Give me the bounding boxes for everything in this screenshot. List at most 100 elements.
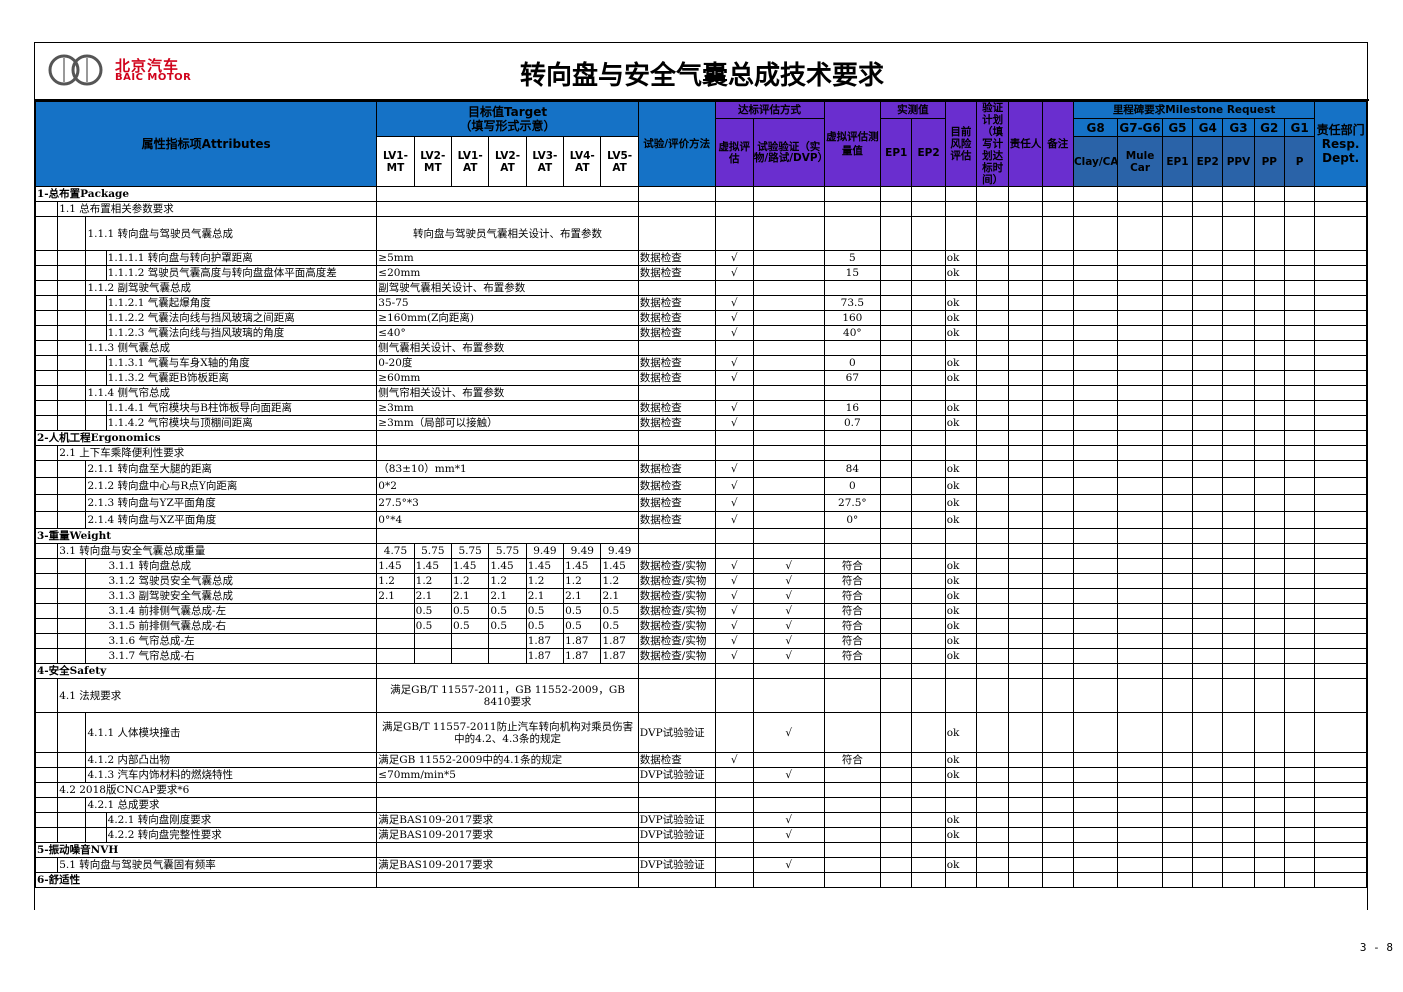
- attribute-cell: 1.1.4.1 气帘模块与B柱饰板导向面距离: [105, 400, 378, 416]
- indent-cell: [57, 477, 87, 495]
- indent-cell: [34, 782, 59, 798]
- empty-cell: [1222, 648, 1255, 664]
- header-gate-2: G5: [1161, 118, 1194, 137]
- empty-cell: [1283, 460, 1316, 478]
- empty-cell: [1008, 603, 1043, 619]
- ep1-cell: [880, 618, 913, 634]
- lv-value-cell: 1.2: [488, 573, 527, 589]
- indent-cell: [57, 648, 87, 664]
- empty-cell: [1283, 250, 1316, 266]
- empty-cell: [1041, 752, 1074, 768]
- empty-cell: [976, 201, 1010, 217]
- empty-cell: [1192, 494, 1224, 512]
- empty-cell: [976, 445, 1010, 461]
- lv-value-cell: [376, 648, 415, 664]
- empty-cell: [911, 385, 946, 401]
- attribute-cell: 4.1.3 汽车内饰材料的燃烧特性: [85, 767, 378, 783]
- empty-cell: [1072, 415, 1119, 431]
- empty-cell: [1253, 280, 1285, 296]
- empty-cell: [1314, 633, 1367, 649]
- empty-cell: [1117, 712, 1163, 753]
- empty-cell: [1072, 310, 1119, 326]
- empty-cell: [1008, 415, 1043, 431]
- empty-cell: [1161, 857, 1194, 873]
- empty-cell: [714, 445, 754, 461]
- empty-cell: [376, 430, 639, 446]
- empty-cell: [1314, 415, 1367, 431]
- empty-cell: [1008, 588, 1043, 604]
- empty-cell: [1161, 250, 1194, 266]
- virtual-eval-cell: √: [714, 250, 754, 266]
- test-verify-cell: √: [752, 573, 825, 589]
- empty-cell: [637, 201, 716, 217]
- indent-cell: [57, 280, 87, 296]
- empty-cell: [1253, 415, 1285, 431]
- indent-cell: [57, 712, 87, 753]
- empty-cell: [1222, 494, 1255, 512]
- attribute-cell: 1.1.1 转向盘与驾驶员气囊总成: [85, 216, 378, 251]
- header-owner: 责任人: [1008, 101, 1043, 187]
- empty-cell: [1041, 385, 1074, 401]
- sheet-page: 北京汽车 BAIC MOTOR 转向盘与安全气囊总成技术要求 属性指标项Attr…: [34, 42, 1369, 910]
- header-phase-6: P: [1283, 136, 1316, 187]
- empty-cell: [1008, 370, 1043, 386]
- lv-value-cell: 1.87: [563, 648, 602, 664]
- header-gate-3: G4: [1192, 118, 1224, 137]
- attribute-cell: 1.1.2 副驾驶气囊总成: [85, 280, 378, 296]
- header-phase-4: PPV: [1222, 136, 1255, 187]
- empty-cell: [1222, 216, 1255, 251]
- ep2-cell: [911, 460, 946, 478]
- attribute-cell: 4.2.1 转向盘刚度要求: [105, 812, 378, 828]
- empty-cell: [1008, 494, 1043, 512]
- empty-cell: [1041, 310, 1074, 326]
- indent-cell: [57, 370, 87, 386]
- empty-cell: [637, 663, 716, 679]
- attribute-cell: 3.1.6 气帘总成-左: [85, 633, 378, 649]
- empty-cell: [1161, 767, 1194, 783]
- empty-cell: [1161, 355, 1194, 371]
- empty-cell: [1008, 618, 1043, 634]
- empty-cell: [944, 430, 978, 446]
- empty-cell: [1192, 857, 1224, 873]
- test-verify-cell: [752, 460, 825, 478]
- empty-cell: [1008, 325, 1043, 341]
- empty-cell: [1283, 558, 1316, 574]
- empty-cell: [637, 782, 716, 798]
- empty-cell: [714, 842, 754, 858]
- target-cell: 满足BAS109-2017要求: [376, 812, 639, 828]
- ep2-cell: [911, 355, 946, 371]
- lv-value-cell: 0.5: [413, 618, 453, 634]
- ep1-cell: [880, 511, 913, 529]
- method-cell: 数据检查: [637, 295, 716, 311]
- empty-cell: [1253, 295, 1285, 311]
- empty-cell: [1192, 325, 1224, 341]
- empty-cell: [1283, 618, 1316, 634]
- empty-cell: [1192, 797, 1224, 813]
- test-verify-cell: [752, 355, 825, 371]
- empty-cell: [1161, 310, 1194, 326]
- ep2-cell: [911, 857, 946, 873]
- empty-cell: [1283, 325, 1316, 341]
- empty-cell: [1283, 767, 1316, 783]
- empty-cell: [752, 430, 825, 446]
- ep1-cell: [880, 633, 913, 649]
- risk-cell: ok: [944, 265, 978, 281]
- indent-cell: [85, 355, 107, 371]
- empty-cell: [823, 678, 882, 713]
- empty-cell: [1253, 400, 1285, 416]
- ep2-cell: [911, 603, 946, 619]
- empty-cell: [1314, 767, 1367, 783]
- indent-cell: [34, 797, 59, 813]
- virtual-value-cell: 84: [823, 460, 882, 478]
- empty-cell: [1253, 385, 1285, 401]
- empty-cell: [1161, 663, 1194, 679]
- method-cell: 数据检查/实物: [637, 588, 716, 604]
- empty-cell: [976, 782, 1010, 798]
- empty-cell: [637, 842, 716, 858]
- test-verify-cell: √: [752, 767, 825, 783]
- target-cell: 满足BAS109-2017要求: [376, 827, 639, 843]
- empty-cell: [1192, 618, 1224, 634]
- attribute-cell: 1.1.2.1 气囊起爆角度: [105, 295, 378, 311]
- ep1-cell: [880, 400, 913, 416]
